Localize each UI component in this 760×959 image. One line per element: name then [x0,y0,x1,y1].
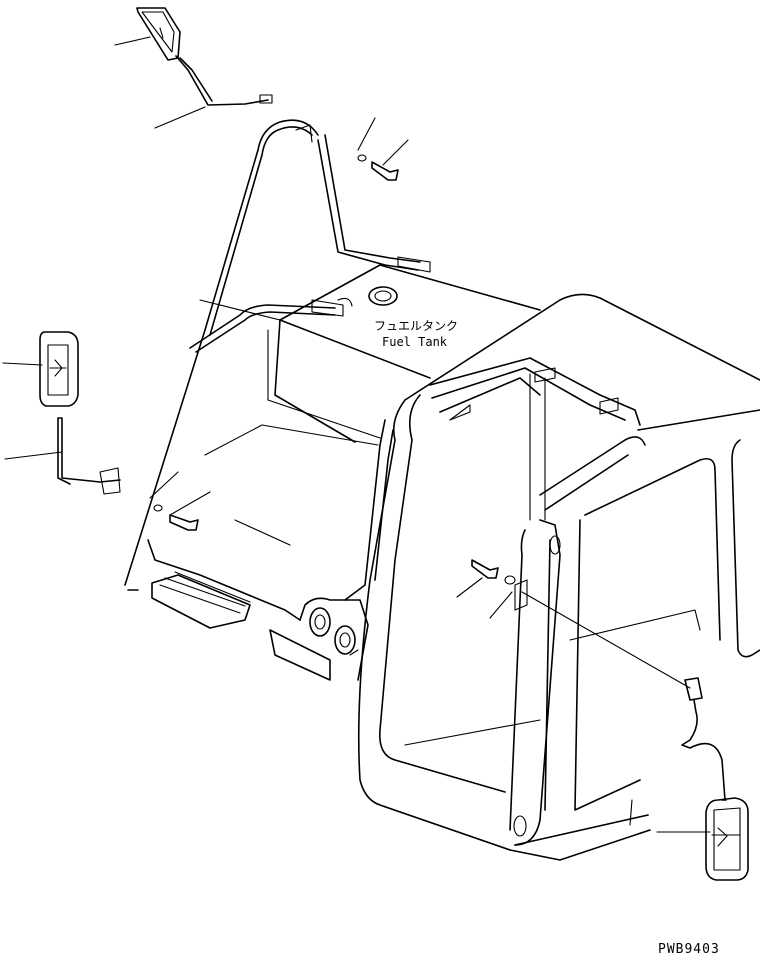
fuel-tank-label-jp: フュエルタンク [374,319,458,333]
fuel-tank-label: フュエルタンク Fuel Tank [374,319,458,349]
leader-lines [2,36,711,833]
mirror-top [136,7,273,106]
step [151,571,251,629]
bolt-lower-left [153,504,199,531]
fuel-tank [147,264,541,621]
mirror-right [681,677,749,881]
pin-bracket [269,419,394,681]
mirror-left [39,331,121,495]
guard-rail [124,119,431,591]
drawing-code: PWB9403 [658,942,720,957]
bolt-cab [471,559,516,585]
fuel-tank-label-en: Fuel Tank [382,335,448,349]
bolt-upper [357,154,399,181]
cab [357,293,760,861]
